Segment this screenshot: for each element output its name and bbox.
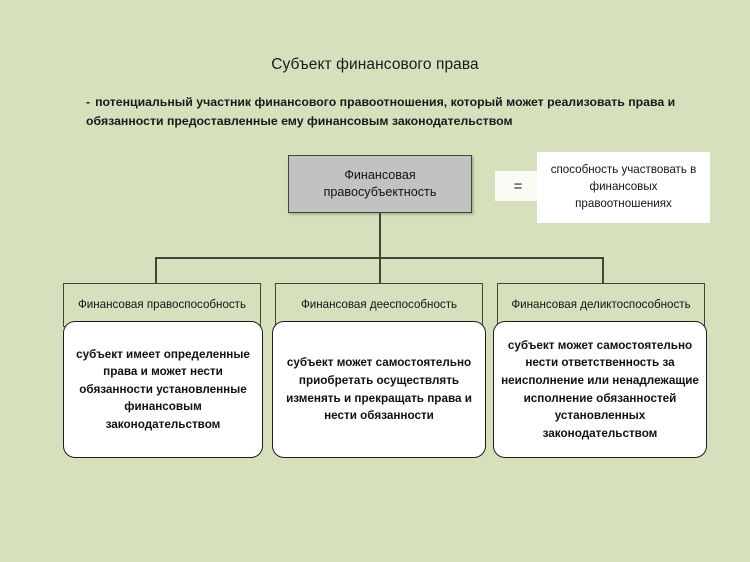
branch-header-label-3: Финансовая деликтоспособность — [511, 298, 691, 312]
connector-branch-left — [155, 257, 157, 284]
connector-trunk-vertical — [379, 213, 381, 258]
branch-body-2: субъект может самостоятельно приобретать… — [272, 321, 486, 458]
branch-header-label-1: Финансовая правоспособность — [77, 298, 247, 312]
branch-body-text-2: субъект может самостоятельно приобретать… — [286, 356, 472, 423]
branch-column-2: Финансовая дееспособность субъект может … — [272, 283, 486, 458]
definition-text: способность участвовать в финансовых пра… — [550, 163, 697, 210]
connector-branch-middle — [379, 257, 381, 284]
definition-callout: способность участвовать в финансовых пра… — [537, 152, 710, 223]
connector-branch-right — [602, 257, 604, 284]
intro-text: потенциальный участник финансового право… — [86, 95, 676, 129]
intro-dash: - — [86, 95, 91, 109]
branch-header-label-2: Финансовая дееспособность — [300, 298, 458, 312]
branch-body-text-1: субъект имеет определенные права и может… — [76, 347, 250, 431]
equals-sign-badge: = — [495, 171, 541, 201]
intro-paragraph: -потенциальный участник финансового прав… — [86, 93, 676, 131]
branch-body-text-3: субъект может самостоятельно нести ответ… — [501, 338, 699, 440]
branch-column-3: Финансовая деликтоспособность субъект мо… — [493, 283, 707, 458]
equals-sign-glyph: = — [513, 177, 523, 195]
page-title: Субъект финансового права — [271, 56, 479, 73]
root-node-label: Финансовая правосубъектность — [323, 168, 437, 199]
branch-body-1: субъект имеет определенные права и может… — [63, 321, 263, 458]
branch-column-1: Финансовая правоспособность субъект имее… — [63, 283, 263, 458]
branch-body-3: субъект может самостоятельно нести ответ… — [493, 321, 707, 458]
root-node-financial-legal-personality: Финансовая правосубъектность — [288, 155, 472, 213]
